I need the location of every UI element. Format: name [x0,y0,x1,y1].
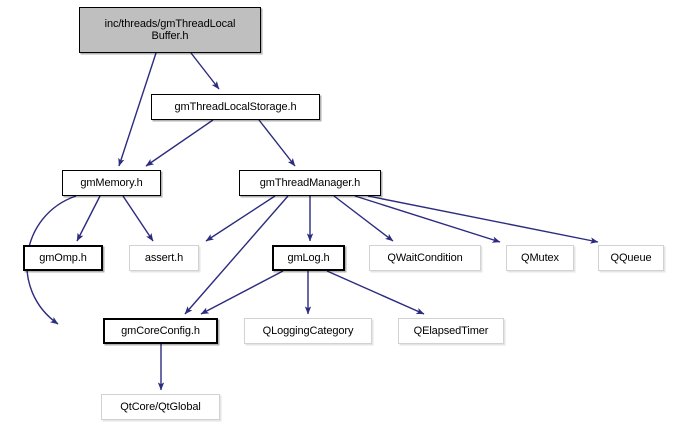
graph-node-label: inc/threads/gmThreadLocal Buffer.h [104,17,236,43]
graph-node-tls[interactable]: gmThreadLocalStorage.h [151,94,320,120]
graph-node-label: gmThreadManager.h [259,176,361,189]
graph-node-tmgr[interactable]: gmThreadManager.h [239,170,381,196]
graph-edge-log-to-core [200,270,284,315]
graph-node-label: gmLog.h [287,251,330,264]
graph-node-qwait[interactable]: QWaitCondition [369,245,481,271]
graph-node-assert[interactable]: assert.h [129,245,199,271]
graph-node-omp[interactable]: gmOmp.h [23,245,103,271]
graph-edge-root-to-tls [190,52,220,90]
graph-node-label: QQueue [610,251,652,264]
graph-node-label: QLoggingCategory [262,324,354,337]
graph-edge-log-to-qtimer [326,270,425,315]
graph-edge-mem-to-assert [122,195,154,242]
graph-edge-tmgr-to-assert [205,195,276,242]
graph-node-qlogcat[interactable]: QLoggingCategory [244,318,372,344]
graph-node-label: assert.h [144,251,184,264]
graph-node-label: QElapsedTimer [413,324,489,337]
graph-edge-tmgr-to-qqueue [367,195,599,244]
graph-edge-tls-to-tmgr [258,119,296,167]
graph-edge-tls-to-mem [145,119,214,167]
graph-node-label: gmOmp.h [39,251,87,264]
graph-node-core[interactable]: gmCoreConfig.h [103,318,218,344]
graph-node-label: gmCoreConfig.h [121,324,200,337]
graph-node-label: gmMemory.h [80,176,143,189]
graph-edge-tmgr-to-qwait [333,195,394,242]
graph-edge-mem-to-omp [76,195,101,242]
graph-node-log[interactable]: gmLog.h [272,245,345,271]
graph-node-qtimer[interactable]: QElapsedTimer [398,318,504,344]
graph-node-label: QtCore/QtGlobal [120,400,201,413]
graph-node-label: gmThreadLocalStorage.h [174,100,297,113]
graph-node-qmutex[interactable]: QMutex [506,245,574,271]
graph-node-qtglobal[interactable]: QtCore/QtGlobal [101,394,220,420]
graph-edge-root-to-mem [118,52,157,167]
graph-node-label: QMutex [521,251,559,264]
graph-node-label: QWaitCondition [387,251,463,264]
graph-edge-tmgr-to-core [184,195,289,315]
graph-edge-tmgr-to-qmutex [354,195,501,243]
graph-node-qqueue[interactable]: QQueue [598,245,664,271]
graph-node-mem[interactable]: gmMemory.h [62,170,161,196]
graph-node-root[interactable]: inc/threads/gmThreadLocal Buffer.h [79,7,261,53]
